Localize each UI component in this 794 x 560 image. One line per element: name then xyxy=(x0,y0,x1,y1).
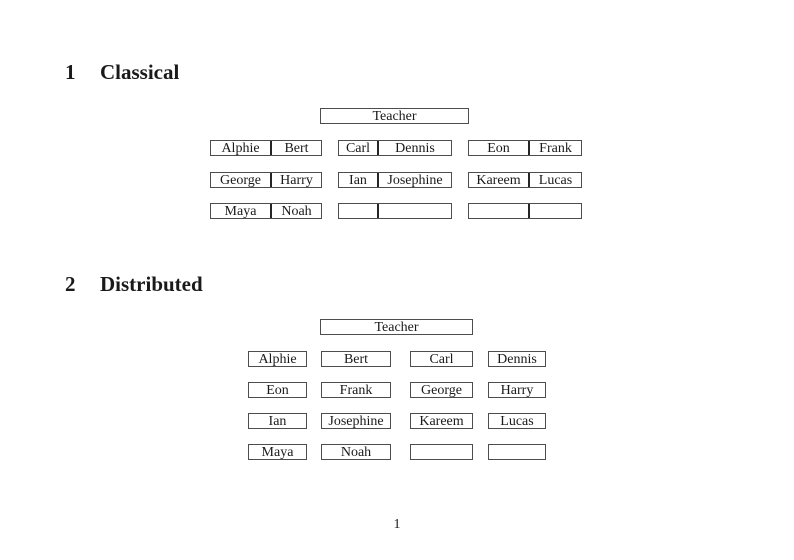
seat-box: Maya xyxy=(248,444,307,460)
desk-cell: Alphie xyxy=(221,140,260,156)
seat-box: Lucas xyxy=(488,413,546,429)
teacher-label: Teacher xyxy=(372,108,417,124)
desk-cell: Kareem xyxy=(476,172,521,188)
teacher-label: Teacher xyxy=(374,319,419,335)
desk: Maya Noah xyxy=(210,203,322,219)
desk: George Harry xyxy=(210,172,322,188)
desk xyxy=(468,203,582,219)
desk-cell: Noah xyxy=(270,204,321,218)
seat-box xyxy=(488,444,546,460)
seat-box: Josephine xyxy=(321,413,391,429)
seat-box xyxy=(410,444,473,460)
section-number: 2 xyxy=(65,272,76,296)
desk-cell xyxy=(469,204,528,218)
seat-box: Ian xyxy=(248,413,307,429)
desk-cell xyxy=(528,204,581,218)
seat-box: Carl xyxy=(410,351,473,367)
desk-cell: Bert xyxy=(270,141,321,155)
desk: Ian Josephine xyxy=(338,172,452,188)
section-heading-distributed: 2 Distributed xyxy=(65,274,203,295)
desk-cell: Harry xyxy=(270,173,321,187)
desk: Eon Frank xyxy=(468,140,582,156)
seat-box: Kareem xyxy=(410,413,473,429)
desk-cell: Frank xyxy=(528,141,581,155)
desk: Alphie Bert xyxy=(210,140,322,156)
desk-cell: George xyxy=(220,172,261,188)
teacher-box-classical: Teacher xyxy=(320,108,469,124)
section-number: 1 xyxy=(65,60,76,84)
desk: Carl Dennis xyxy=(338,140,452,156)
desk-cell: Carl xyxy=(345,140,371,156)
seat-box: Dennis xyxy=(488,351,546,367)
desk: Kareem Lucas xyxy=(468,172,582,188)
desk-cell: Lucas xyxy=(528,173,581,187)
desk-cell: Eon xyxy=(487,140,510,156)
seat-box: George xyxy=(410,382,473,398)
seat-box: Bert xyxy=(321,351,391,367)
desk-cell xyxy=(339,204,377,218)
section-title: Classical xyxy=(100,60,180,84)
seat-box: Eon xyxy=(248,382,307,398)
desk-cell xyxy=(377,204,451,218)
teacher-box-distributed: Teacher xyxy=(320,319,473,335)
desk-cell: Maya xyxy=(224,203,257,219)
seat-box: Frank xyxy=(321,382,391,398)
seat-box: Noah xyxy=(321,444,391,460)
section-heading-classical: 1 Classical xyxy=(65,62,179,83)
desk-cell: Ian xyxy=(349,172,367,188)
section-title: Distributed xyxy=(100,272,203,296)
desk-cell: Dennis xyxy=(377,141,451,155)
desk xyxy=(338,203,452,219)
desk-cell: Josephine xyxy=(377,173,451,187)
seat-box: Harry xyxy=(488,382,546,398)
page-number: 1 xyxy=(393,517,401,532)
seat-box: Alphie xyxy=(248,351,307,367)
